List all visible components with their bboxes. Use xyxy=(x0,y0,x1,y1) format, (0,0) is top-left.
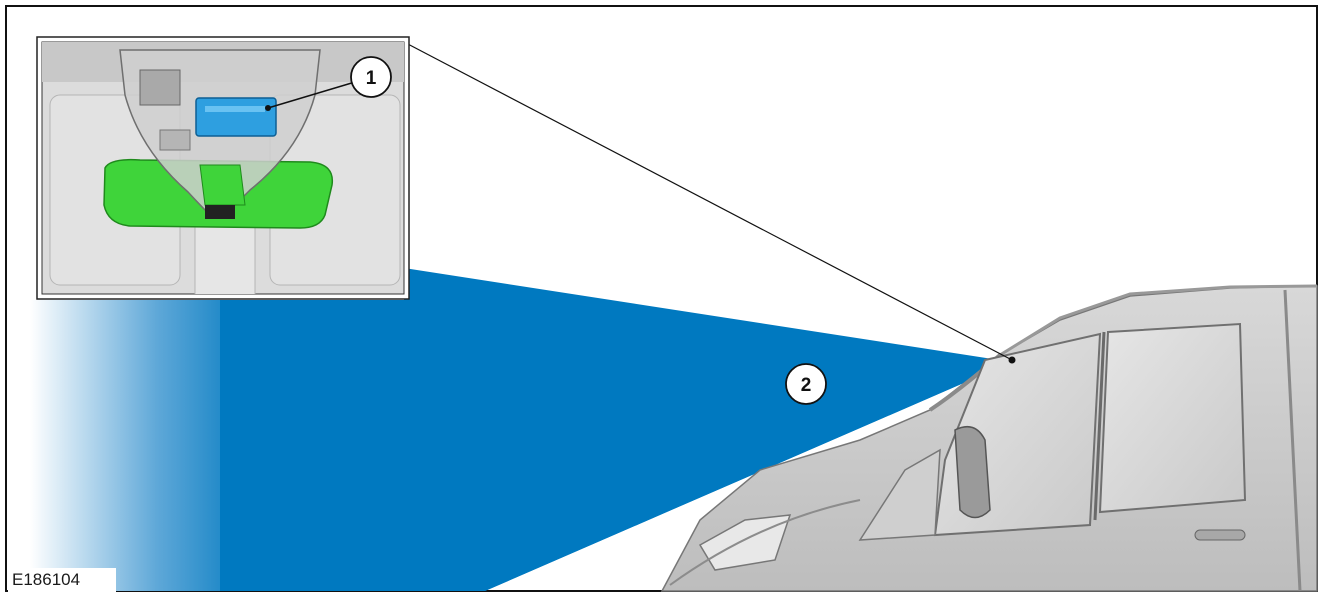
figure-id-label: E186104 xyxy=(8,568,116,592)
door-mirror xyxy=(955,427,990,518)
camera-module xyxy=(196,98,276,136)
callout-2-label: 2 xyxy=(801,375,812,396)
door-handle xyxy=(1195,530,1245,540)
callout-1-anchor-dot xyxy=(265,105,271,111)
callout-1-label: 1 xyxy=(366,68,377,89)
rear-side-window xyxy=(1100,324,1245,512)
mirror-stem xyxy=(200,165,245,205)
